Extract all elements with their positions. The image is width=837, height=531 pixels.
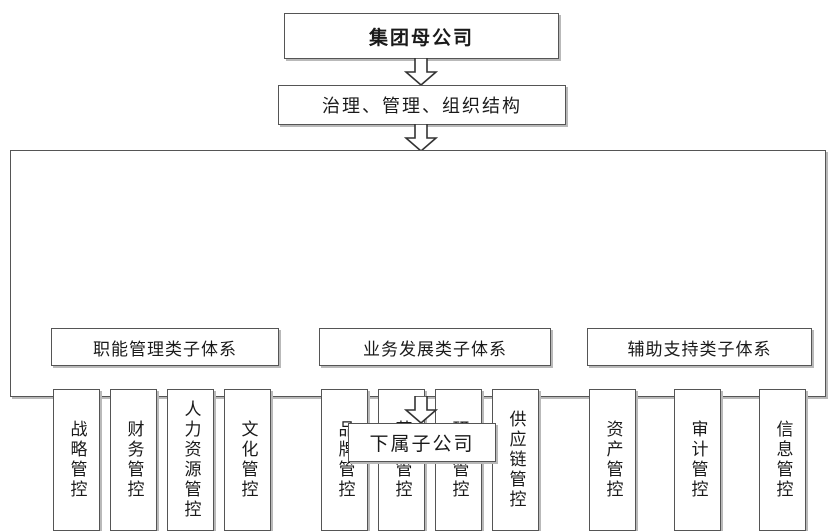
control-item-label: 供应链管控 xyxy=(505,410,526,510)
control-item-box: 资产管控 xyxy=(589,389,636,531)
control-item-label: 信息管控 xyxy=(772,420,793,500)
control-item-box: 文化管控 xyxy=(224,389,271,531)
governance-structure-box: 治理、管理、组织结构 xyxy=(278,85,566,125)
subsidiary-company-label: 下属子公司 xyxy=(369,433,475,455)
control-item-label: 资产管控 xyxy=(602,420,623,500)
control-item-box: 信息管控 xyxy=(759,389,806,531)
group-header-functional-management: 职能管理类子体系 xyxy=(51,328,279,366)
control-item-label: 文化管控 xyxy=(237,420,258,500)
parent-company-label: 集团母公司 xyxy=(368,26,474,49)
group-header-label: 业务发展类子体系 xyxy=(363,339,507,360)
control-item-box: 人力资源管控 xyxy=(167,389,214,531)
group-header-business-development: 业务发展类子体系 xyxy=(319,328,551,366)
control-item-box: 供应链管控 xyxy=(492,389,539,531)
control-item-label: 财务管控 xyxy=(123,420,144,500)
arrow-systems-to-subsidiary-icon xyxy=(404,396,438,424)
control-item-label: 战略管控 xyxy=(66,420,87,500)
control-systems-container: 职能管理类子体系 业务发展类子体系 辅助支持类子体系 战略管控 财务管控 人力资… xyxy=(10,150,826,531)
arrow-governance-to-systems-icon xyxy=(404,124,438,152)
subsidiary-company-box: 下属子公司 xyxy=(348,423,496,462)
control-item-box: 审计管控 xyxy=(674,389,721,531)
arrow-parent-to-governance-icon xyxy=(404,58,438,86)
governance-structure-label: 治理、管理、组织结构 xyxy=(322,96,522,117)
diagram-canvas: 集团母公司 治理、管理、组织结构 职能管理类子体系 业务发展类子体系 辅助支持类… xyxy=(10,13,826,531)
control-item-box: 战略管控 xyxy=(53,389,100,531)
group-header-auxiliary-support: 辅助支持类子体系 xyxy=(587,328,812,366)
parent-company-box: 集团母公司 xyxy=(284,13,559,59)
group-header-label: 辅助支持类子体系 xyxy=(627,339,772,360)
control-item-label: 审计管控 xyxy=(687,420,708,500)
control-item-box: 财务管控 xyxy=(110,389,157,531)
group-header-label: 职能管理类子体系 xyxy=(93,339,237,360)
control-item-label: 人力资源管控 xyxy=(180,400,201,520)
